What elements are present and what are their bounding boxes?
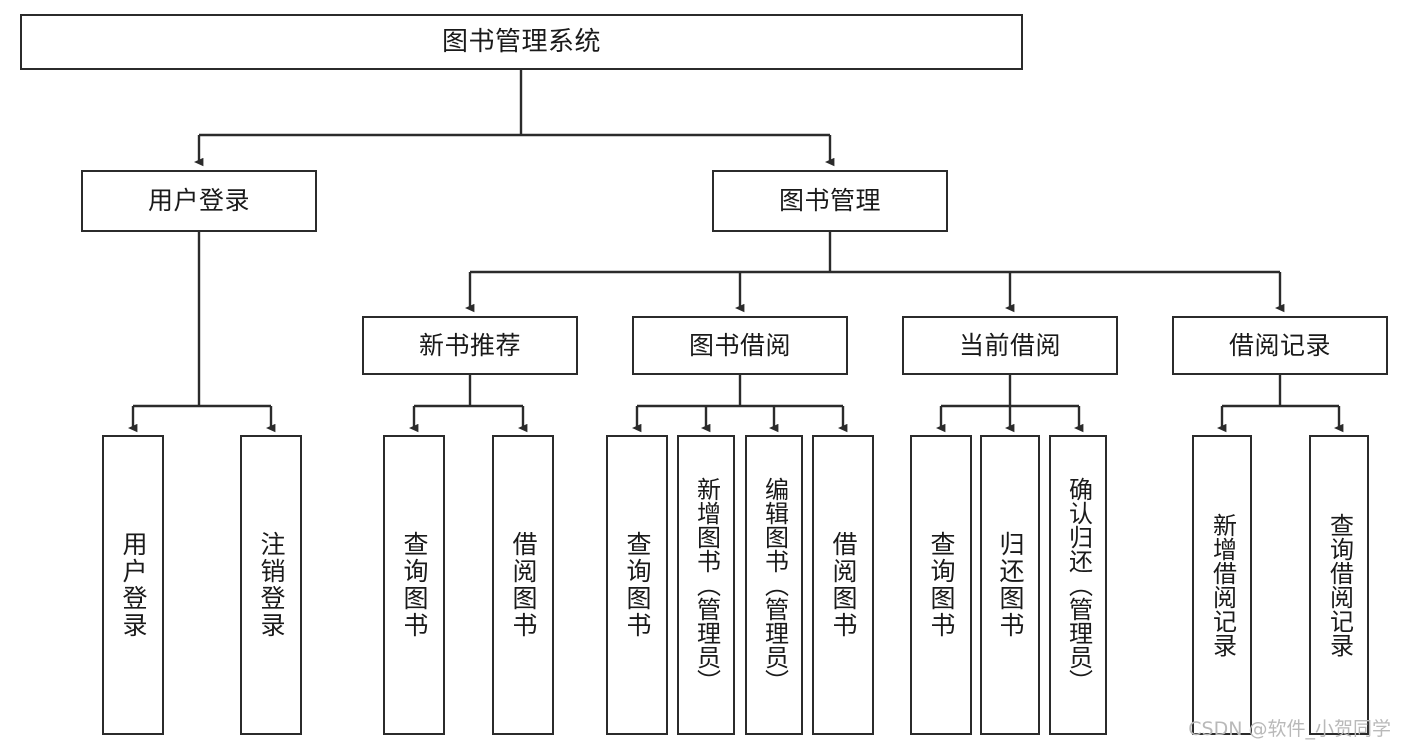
node-label: 归还图书 (996, 531, 1025, 639)
node-label: 借阅记录 (1228, 330, 1331, 360)
leaf-return-books[interactable]: 归还图书 (980, 435, 1040, 735)
leaf-user-login[interactable]: 用户登录 (102, 435, 164, 735)
leaf-logout[interactable]: 注销登录 (240, 435, 302, 735)
node-root-book-management-system[interactable]: 图书管理系统 (20, 14, 1023, 70)
node-label: 查询图书 (623, 531, 652, 639)
node-label: 查询图书 (927, 531, 956, 639)
node-label: 图书借阅 (688, 330, 791, 360)
node-user-login[interactable]: 用户登录 (81, 170, 317, 232)
node-label: 新书推荐 (418, 330, 521, 360)
node-label: 新增图书（管理员） (692, 477, 721, 693)
leaf-query-books-newbook[interactable]: 查询图书 (383, 435, 445, 735)
node-label: 注销登录 (257, 531, 286, 639)
node-label: 借阅图书 (829, 531, 858, 639)
leaf-edit-book-admin[interactable]: 编辑图书（管理员） (745, 435, 803, 735)
leaf-confirm-return-admin[interactable]: 确认归还（管理员） (1049, 435, 1107, 735)
node-label: 图书管理系统 (441, 26, 601, 57)
node-label: 编辑图书（管理员） (760, 477, 789, 693)
leaf-add-borrow-record[interactable]: 新增借阅记录 (1192, 435, 1252, 735)
leaf-query-books-borrow[interactable]: 查询图书 (606, 435, 668, 735)
node-label: 借阅图书 (509, 531, 538, 639)
leaf-borrow-books-newbook[interactable]: 借阅图书 (492, 435, 554, 735)
node-label: 图书管理 (778, 186, 881, 216)
node-new-book-recommendation[interactable]: 新书推荐 (362, 316, 578, 375)
node-label: 新增借阅记录 (1208, 513, 1237, 657)
leaf-query-books-current[interactable]: 查询图书 (910, 435, 972, 735)
node-book-borrowing[interactable]: 图书借阅 (632, 316, 848, 375)
node-label: 确认归还（管理员） (1064, 477, 1093, 693)
leaf-borrow-books[interactable]: 借阅图书 (812, 435, 874, 735)
leaf-add-book-admin[interactable]: 新增图书（管理员） (677, 435, 735, 735)
watermark: CSDN @软件_小贺同学 (1188, 718, 1391, 740)
node-borrowing-records[interactable]: 借阅记录 (1172, 316, 1388, 375)
node-current-borrowing[interactable]: 当前借阅 (902, 316, 1118, 375)
node-label: 用户登录 (147, 186, 250, 216)
node-book-management[interactable]: 图书管理 (712, 170, 948, 232)
node-label: 用户登录 (119, 531, 148, 639)
node-label: 当前借阅 (958, 330, 1061, 360)
node-label: 查询图书 (400, 531, 429, 639)
node-label: 查询借阅记录 (1325, 513, 1354, 657)
leaf-query-borrow-record[interactable]: 查询借阅记录 (1309, 435, 1369, 735)
